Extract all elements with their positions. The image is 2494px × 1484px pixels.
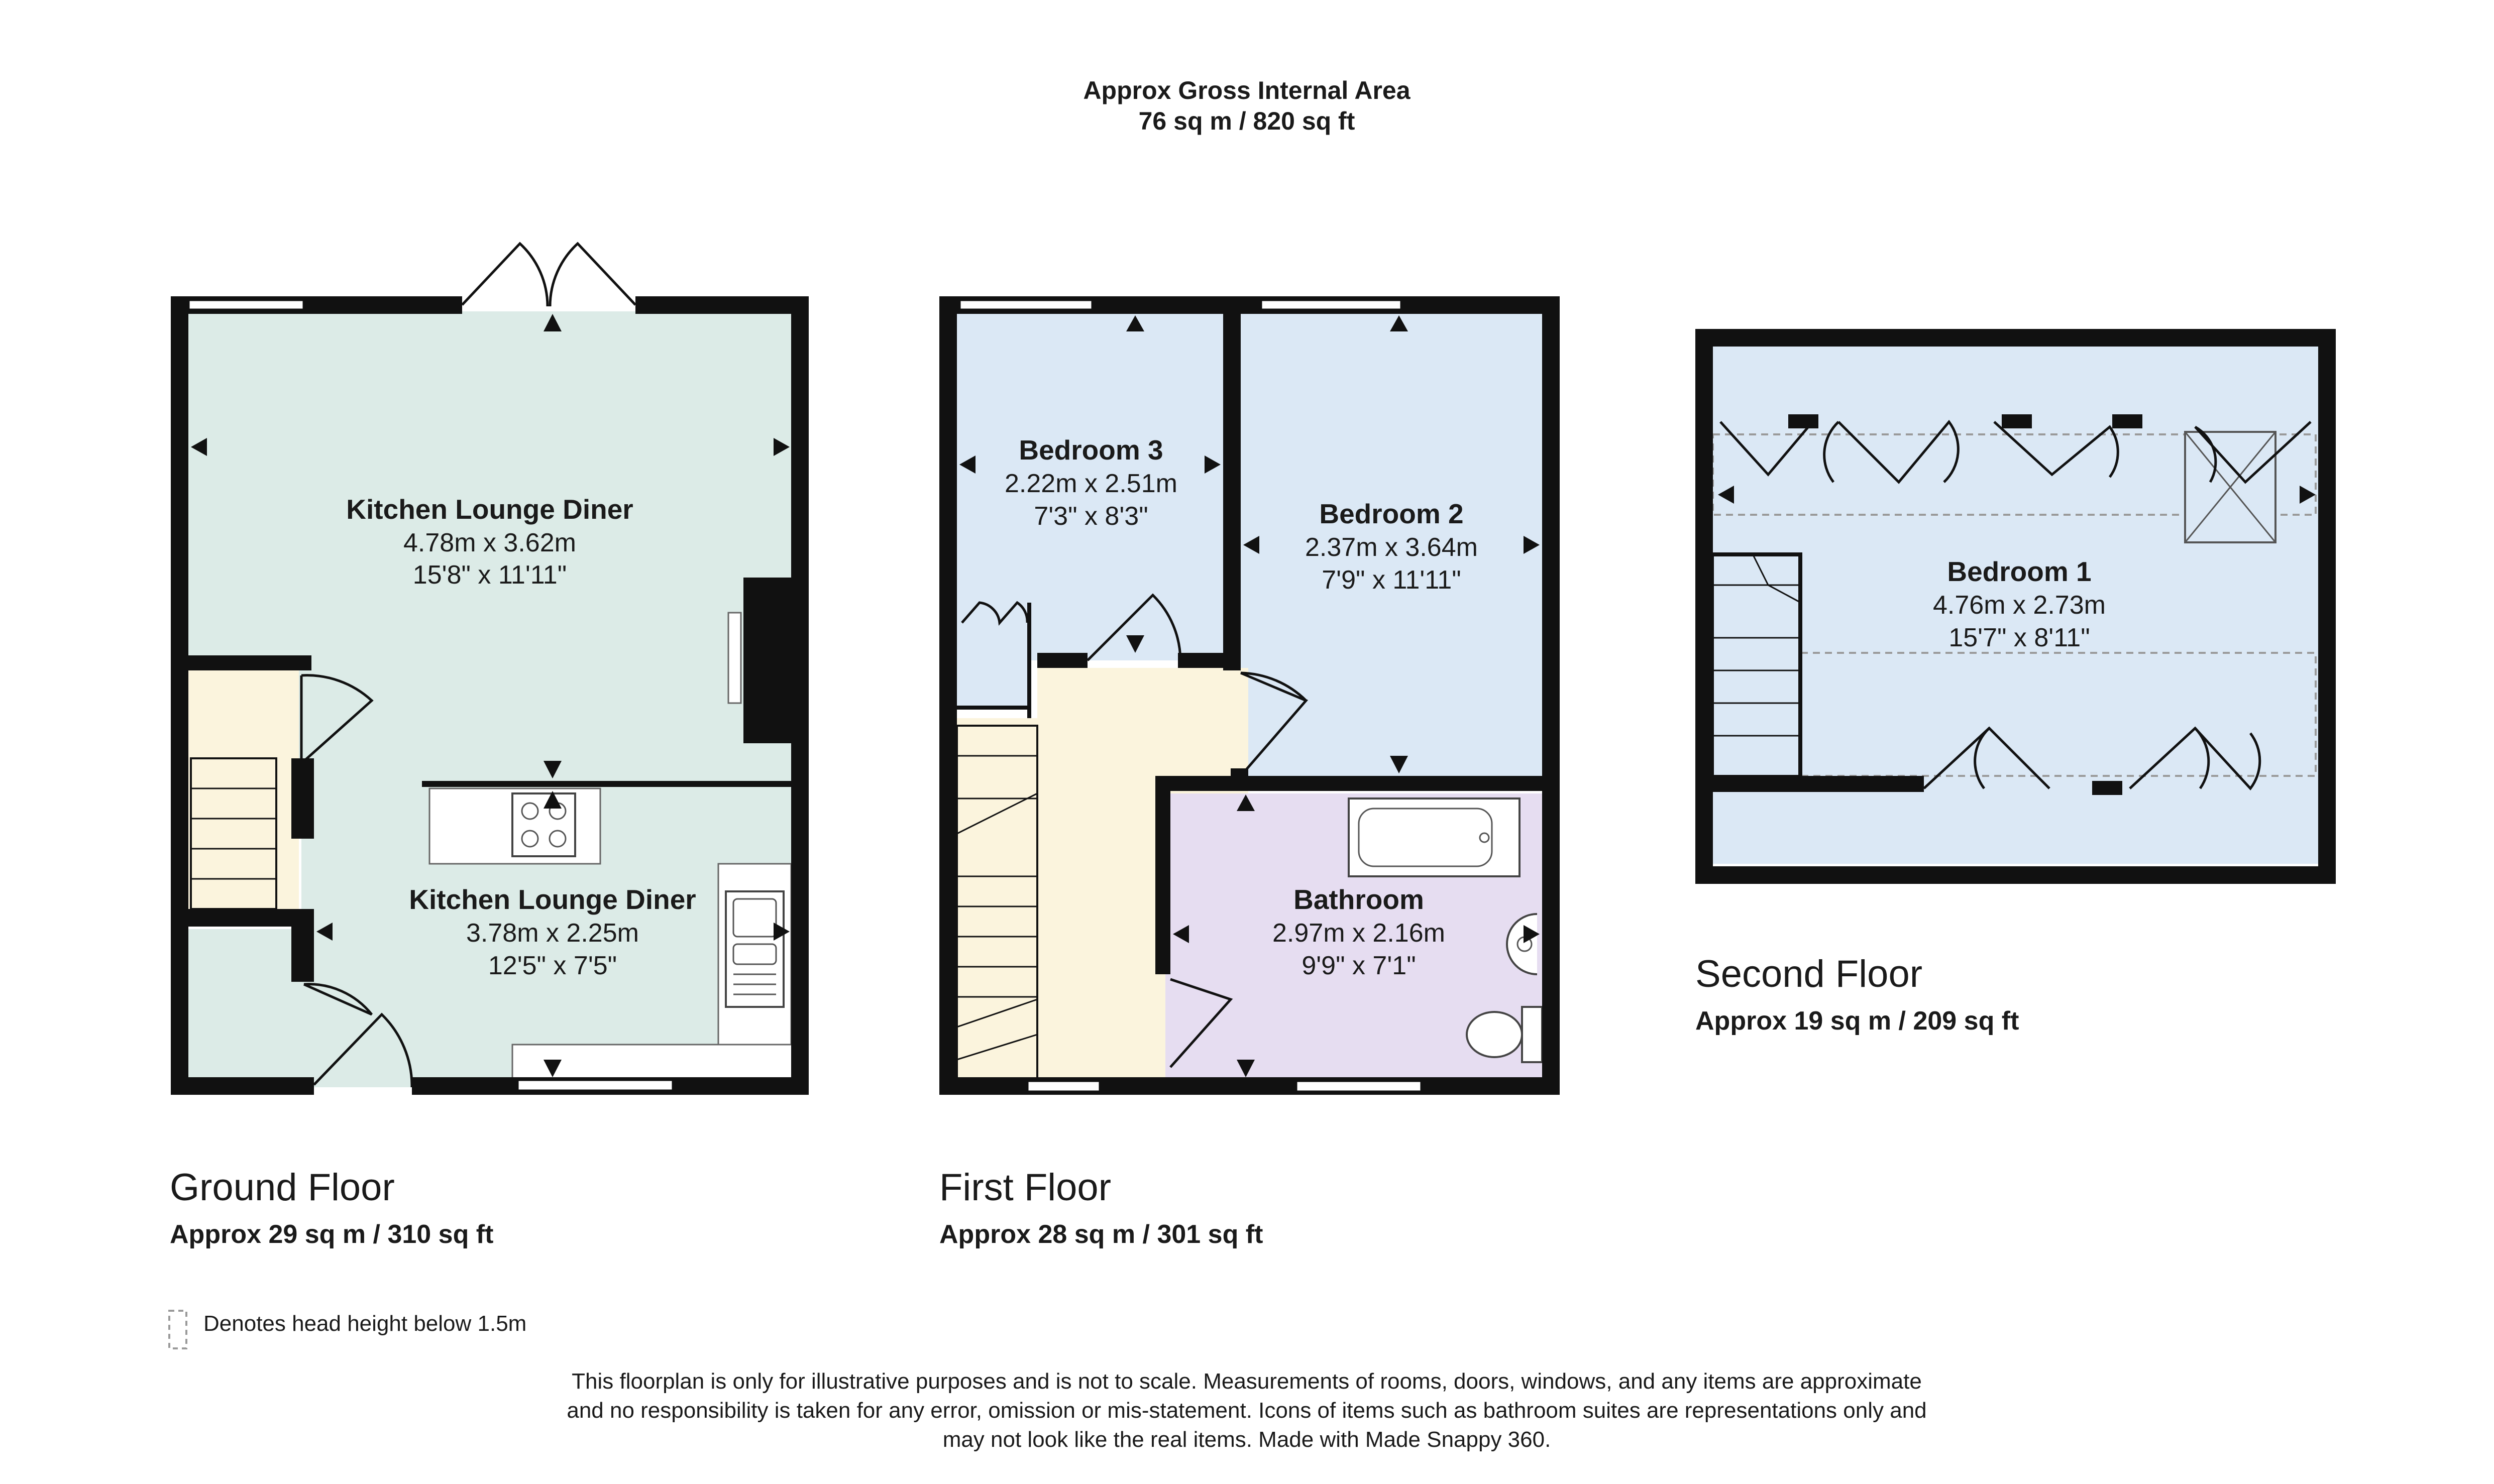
legend: Denotes head height below 1.5m [168, 1310, 526, 1349]
first-floor-walls [939, 296, 1560, 1095]
eaves-cupboard-doors [1719, 419, 2312, 790]
room-metric: 3.78m x 2.25m [466, 919, 639, 948]
door [1087, 593, 1182, 661]
disclaimer-line: and no responsibility is taken for any e… [567, 1398, 1926, 1423]
room-name: Bathroom [1293, 884, 1424, 915]
ground-floor-plan: Kitchen Lounge Diner 4.78m x 3.62m 15'8"… [171, 242, 809, 1095]
room-imperial: 7'3" x 8'3" [1034, 502, 1148, 531]
kitchen-units [428, 612, 795, 1086]
room-metric: 2.37m x 3.64m [1305, 533, 1478, 562]
room-name: Kitchen Lounge Diner [409, 884, 696, 915]
low-headroom-legend-text: Denotes head height below 1.5m [203, 1311, 526, 1336]
second-floor-area: Approx 19 sq m / 209 sq ft [1695, 1006, 2019, 1036]
hob-icon [511, 792, 576, 857]
wardrobe-door [961, 601, 1029, 626]
french-doors [461, 242, 636, 307]
window [1026, 1079, 1102, 1093]
bath-icon [1348, 797, 1521, 877]
disclaimer-line: This floorplan is only for illustrative … [572, 1369, 1922, 1394]
ground-floor-title: Ground Floor [170, 1166, 395, 1209]
window [1259, 298, 1403, 311]
bedroom-2 [1241, 314, 1542, 776]
room-metric: 2.97m x 2.16m [1272, 919, 1445, 948]
window [1294, 1079, 1423, 1093]
first-staircase [956, 725, 1038, 1081]
window [958, 298, 1094, 311]
ground-floor-area: Approx 29 sq m / 310 sq ft [170, 1220, 493, 1249]
bedroom-3-wardrobe [957, 603, 1027, 706]
first-floor-title: First Floor [939, 1166, 1111, 1209]
window [516, 1078, 675, 1092]
low-headroom-zone [1800, 652, 2317, 777]
gross-area-value: 76 sq m / 820 sq ft [1139, 107, 1355, 135]
room-metric: 4.78m x 3.62m [403, 528, 576, 557]
toilet-icon [1466, 1006, 1543, 1063]
room-name: Bedroom 1 [1947, 556, 2091, 587]
room-name: Kitchen Lounge Diner [346, 494, 633, 525]
room-name: Bedroom 2 [1319, 498, 1463, 529]
room-imperial: 7'9" x 11'11" [1322, 565, 1461, 595]
front-door [313, 1012, 413, 1088]
disclaimer-line: may not look like the real items. Made w… [943, 1427, 1551, 1452]
room-metric: 4.76m x 2.73m [1933, 591, 2106, 620]
door [1169, 978, 1233, 1068]
door [303, 983, 373, 1016]
window [187, 298, 305, 311]
gross-area-header: Approx Gross Internal Area 76 sq m / 820… [1083, 76, 1411, 135]
disclaimer: This floorplan is only for illustrative … [567, 1369, 1926, 1452]
ground-staircase [190, 757, 277, 910]
ground-lobby [188, 929, 301, 1087]
sink-icon [725, 890, 785, 1008]
fireplace-hearth [727, 612, 742, 704]
gross-area-title: Approx Gross Internal Area [1083, 76, 1411, 104]
second-floor-plan: Bedroom 1 4.76m x 2.73m 15'7" x 8'11" [1695, 329, 2336, 884]
second-floor-title: Second Floor [1695, 953, 1922, 995]
ground-hallway [188, 663, 299, 758]
room-imperial: 15'8" x 11'11" [413, 560, 567, 590]
first-floor-plan: Bedroom 3 2.22m x 2.51m 7'3" x 8'3" Bedr… [939, 296, 1560, 1095]
room-name: Bedroom 3 [1019, 434, 1163, 466]
room-imperial: 15'7" x 8'11" [1948, 623, 2090, 652]
second-staircase [1712, 554, 1802, 777]
room-imperial: 9'9" x 7'1" [1302, 951, 1416, 980]
door [300, 674, 374, 766]
door [1240, 671, 1307, 702]
skylight-icon [2184, 431, 2276, 543]
second-floor-walls [1695, 329, 2336, 884]
low-headroom-legend-swatch [168, 1310, 187, 1349]
first-floor-area: Approx 28 sq m / 301 sq ft [939, 1220, 1263, 1249]
room-metric: 2.22m x 2.51m [1005, 469, 1177, 498]
room-imperial: 12'5" x 7'5" [488, 951, 617, 980]
